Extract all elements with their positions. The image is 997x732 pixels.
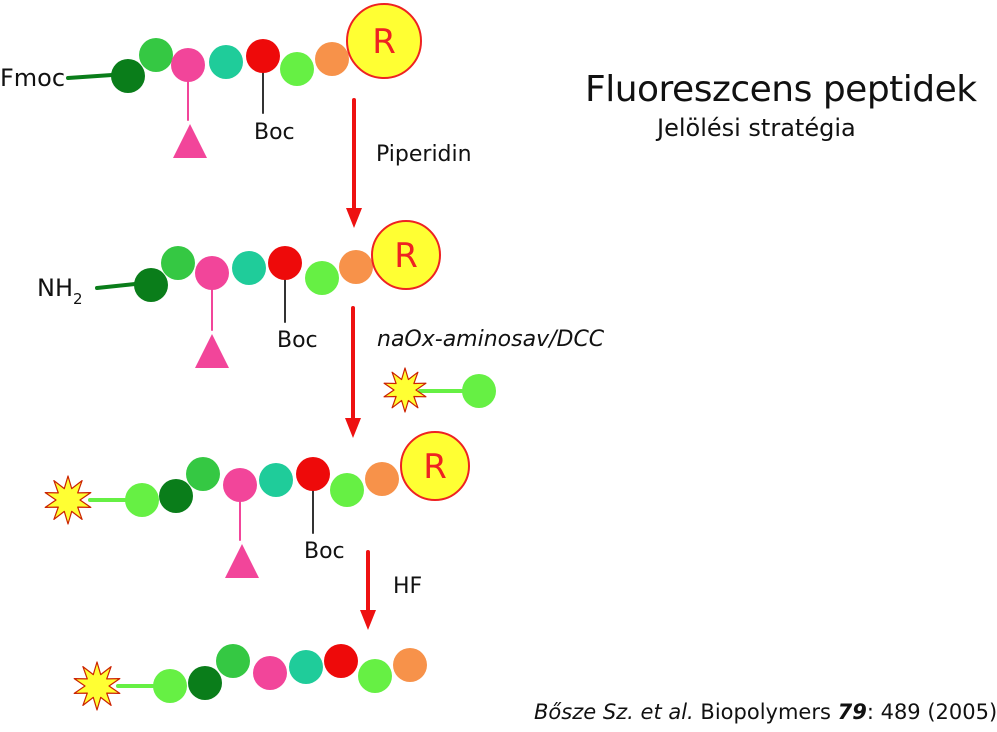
row2-bead-2 [161, 246, 195, 280]
page-subtitle: Jelölési stratégia [657, 114, 856, 142]
boc-label-1: Boc [254, 120, 295, 145]
page-title: Fluoreszcens peptidek [585, 69, 977, 110]
citation-volume: 79 [837, 700, 867, 724]
row3-bead-1 [125, 483, 159, 517]
row2-bead-1 [134, 268, 168, 302]
nh-subscript: 2 [73, 290, 83, 308]
hf-label: HF [393, 574, 423, 599]
row4-bead-4 [253, 656, 287, 690]
row3-bead-7 [330, 473, 364, 507]
row1-bead-2 [139, 38, 173, 72]
row2-bead-6 [305, 261, 339, 295]
citation-pages: : 489 (2005) [866, 700, 997, 724]
citation-journal: Biopolymers [700, 700, 831, 724]
citation: Bősze Sz. et al. Biopolymers 79: 489 (20… [534, 702, 997, 723]
row2-bead-3 [195, 256, 229, 290]
nh2-bond-line [95, 282, 137, 290]
piperidin-arrow-head [346, 208, 362, 228]
row4-fluorophore-star [73, 661, 121, 711]
nh-text: NH [37, 274, 73, 302]
row2-resin-bead-label: R [394, 236, 418, 276]
row4-bead-1 [153, 669, 187, 703]
row1-pink-side-group [173, 124, 207, 158]
piperidin-label: Piperidin [376, 142, 472, 167]
row4-bead-2 [188, 666, 222, 700]
row1-bead-7 [315, 42, 349, 76]
row3-resin-bead-label: R [423, 447, 447, 487]
coupling-arrow-head [345, 418, 361, 438]
row4-bead-6 [324, 644, 358, 678]
row3-bead-5 [259, 463, 293, 497]
row1-bead-1 [111, 59, 145, 93]
row2-resin-bead [371, 220, 441, 290]
fmoc-label: Fmoc [0, 64, 66, 92]
row2-bead-5 [268, 246, 302, 280]
hf-arrow-head [360, 610, 376, 630]
row2-pink-side-group [195, 334, 229, 368]
diagram-canvas: R R R Fluoreszcens peptidek Jelölési strat… [0, 3, 997, 723]
row3-bead-8 [365, 462, 399, 496]
row3-pink-side-group [225, 544, 259, 578]
reagent-amino-acid-bead [462, 374, 496, 408]
row1-bead-3 [171, 48, 205, 82]
row4-bead-8 [393, 648, 427, 682]
boc-label-2: Boc [277, 328, 318, 353]
row2-bead-7 [339, 250, 373, 284]
row1-bead-5 [246, 39, 280, 73]
row3-bead-2 [159, 479, 193, 513]
row2-bead-4 [232, 251, 266, 285]
row3-bead-6 [296, 457, 330, 491]
reagent-label: naOx-aminosav/DCC [377, 327, 605, 352]
nh2-label: NH2 [37, 274, 83, 307]
row1-bead-4 [209, 45, 243, 79]
row1-resin-bead-label: R [372, 22, 396, 62]
fmoc-bond-line [66, 73, 114, 80]
row1-resin-bead [346, 3, 422, 79]
reagent-fluorophore-star [383, 367, 427, 413]
peptide-labeling-diagram: R R R [44, 3, 496, 711]
row4-bead-3 [216, 644, 250, 678]
row3-resin-bead [400, 431, 470, 501]
row4-bead-7 [358, 659, 392, 693]
row3-bead-3 [186, 457, 220, 491]
citation-authors: Bősze Sz. et al. [534, 700, 694, 724]
row4-bead-5 [289, 650, 323, 684]
row1-bead-6 [280, 52, 314, 86]
row3-bead-4 [223, 468, 257, 502]
row3-fluorophore-star [44, 475, 92, 525]
boc-label-3: Boc [304, 539, 345, 564]
